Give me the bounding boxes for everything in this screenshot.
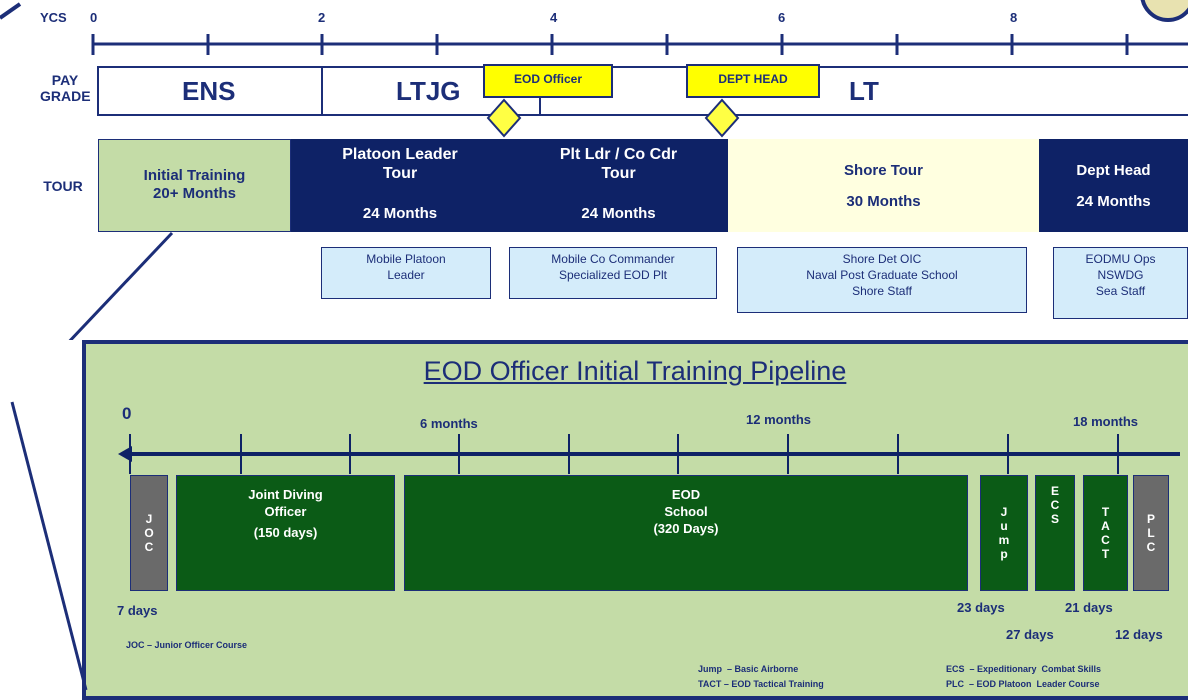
segment-letter: C: [1101, 533, 1110, 547]
segment-letter: S: [1050, 512, 1059, 526]
ycs-tick-6: 6: [778, 10, 786, 25]
eod-officer-marker: EOD Officer: [483, 64, 613, 98]
month-label-18: 18 months: [1073, 414, 1139, 429]
days-jump: 23 days: [957, 600, 1005, 615]
segment-letter: T: [1101, 505, 1110, 519]
pipeline-axis: [118, 434, 1180, 474]
connector-line: [10, 401, 88, 691]
pipeline-zero: 0: [122, 404, 132, 423]
grade-ens: ENS: [182, 76, 236, 106]
segment-letter: O: [144, 526, 154, 540]
grade-lt-box: [539, 66, 1188, 116]
note-jump: Jump – Basic Airborne: [698, 664, 799, 674]
corner-arrow-icon: [0, 2, 22, 20]
grade-ens-box: [97, 66, 323, 116]
pay-grade-label: PAY GRADE: [40, 72, 91, 104]
pipeline-title: EOD Officer Initial Training Pipeline: [423, 356, 847, 386]
days-tact: 21 days: [1065, 600, 1113, 615]
tour-plt-ldr-co-cdr: Plt Ldr / Co Cdr Tour 24 Months: [509, 139, 728, 232]
tour-label: TOUR: [43, 178, 83, 194]
segment-letter: J: [145, 512, 153, 526]
dept-head-marker: DEPT HEAD: [686, 64, 820, 98]
segment-letter: L: [1147, 526, 1155, 540]
ycs-axis: [0, 0, 1188, 340]
segment-letter: C: [1050, 498, 1060, 512]
ycs-tick-2: 2: [318, 10, 326, 25]
ycs-label: YCS: [40, 10, 67, 25]
note-tact: TACT – EOD Tactical Training: [698, 679, 824, 689]
eod-officer-diamond-icon: [486, 98, 522, 138]
segment-letter: C: [144, 540, 154, 554]
assignment-dept-head: EODMU Ops NSWDG Sea Staff: [1053, 247, 1188, 319]
note-plc: PLC – EOD Platoon Leader Course: [946, 679, 1100, 689]
assignment-shore: Shore Det OIC Naval Post Graduate School…: [737, 247, 1027, 313]
seal-icon: [1140, 0, 1188, 22]
days-ecs: 27 days: [1006, 627, 1054, 642]
assignment-platoon-leader: Mobile Platoon Leader: [321, 247, 491, 299]
segment-letter: A: [1101, 519, 1110, 533]
segment-letter: u: [1000, 519, 1008, 533]
segment-letter: C: [1146, 540, 1156, 554]
segment-letter: T: [1101, 547, 1110, 561]
ycs-tick-0: 0: [90, 10, 98, 25]
month-label-6: 6 months: [420, 416, 478, 431]
grade-lt: LT: [849, 76, 879, 106]
days-joc: 7 days: [117, 603, 158, 618]
segment-letter: m: [998, 533, 1010, 547]
dept-head-diamond-icon: [704, 98, 740, 138]
axis-arrow-icon: [118, 446, 132, 462]
month-label-12: 12 months: [746, 412, 812, 427]
segment-eod-school: EOD School (320 Days): [404, 475, 968, 591]
segment-letter: p: [1000, 547, 1008, 561]
note-joc: JOC – Junior Officer Course: [126, 640, 248, 650]
segment-letter: J: [1000, 505, 1008, 519]
segment-joint-diving-officer: Joint Diving Officer (150 days): [176, 475, 395, 591]
tour-dept-head: Dept Head 24 Months: [1039, 139, 1188, 232]
ycs-tick-8: 8: [1010, 10, 1018, 25]
assignment-co-commander: Mobile Co Commander Specialized EOD Plt: [509, 247, 717, 299]
days-plc: 12 days: [1115, 627, 1163, 642]
tour-platoon-leader: Platoon Leader Tour 24 Months: [291, 139, 509, 232]
grade-ltjg: LTJG: [396, 76, 461, 106]
segment-letter: P: [1146, 512, 1155, 526]
segment-letter: E: [1050, 484, 1059, 498]
tour-initial-training: Initial Training 20+ Months: [98, 139, 291, 232]
ycs-tick-4: 4: [550, 10, 558, 25]
note-ecs: ECS – Expeditionary Combat Skills: [946, 664, 1102, 674]
tour-shore: Shore Tour 30 Months: [728, 139, 1039, 232]
